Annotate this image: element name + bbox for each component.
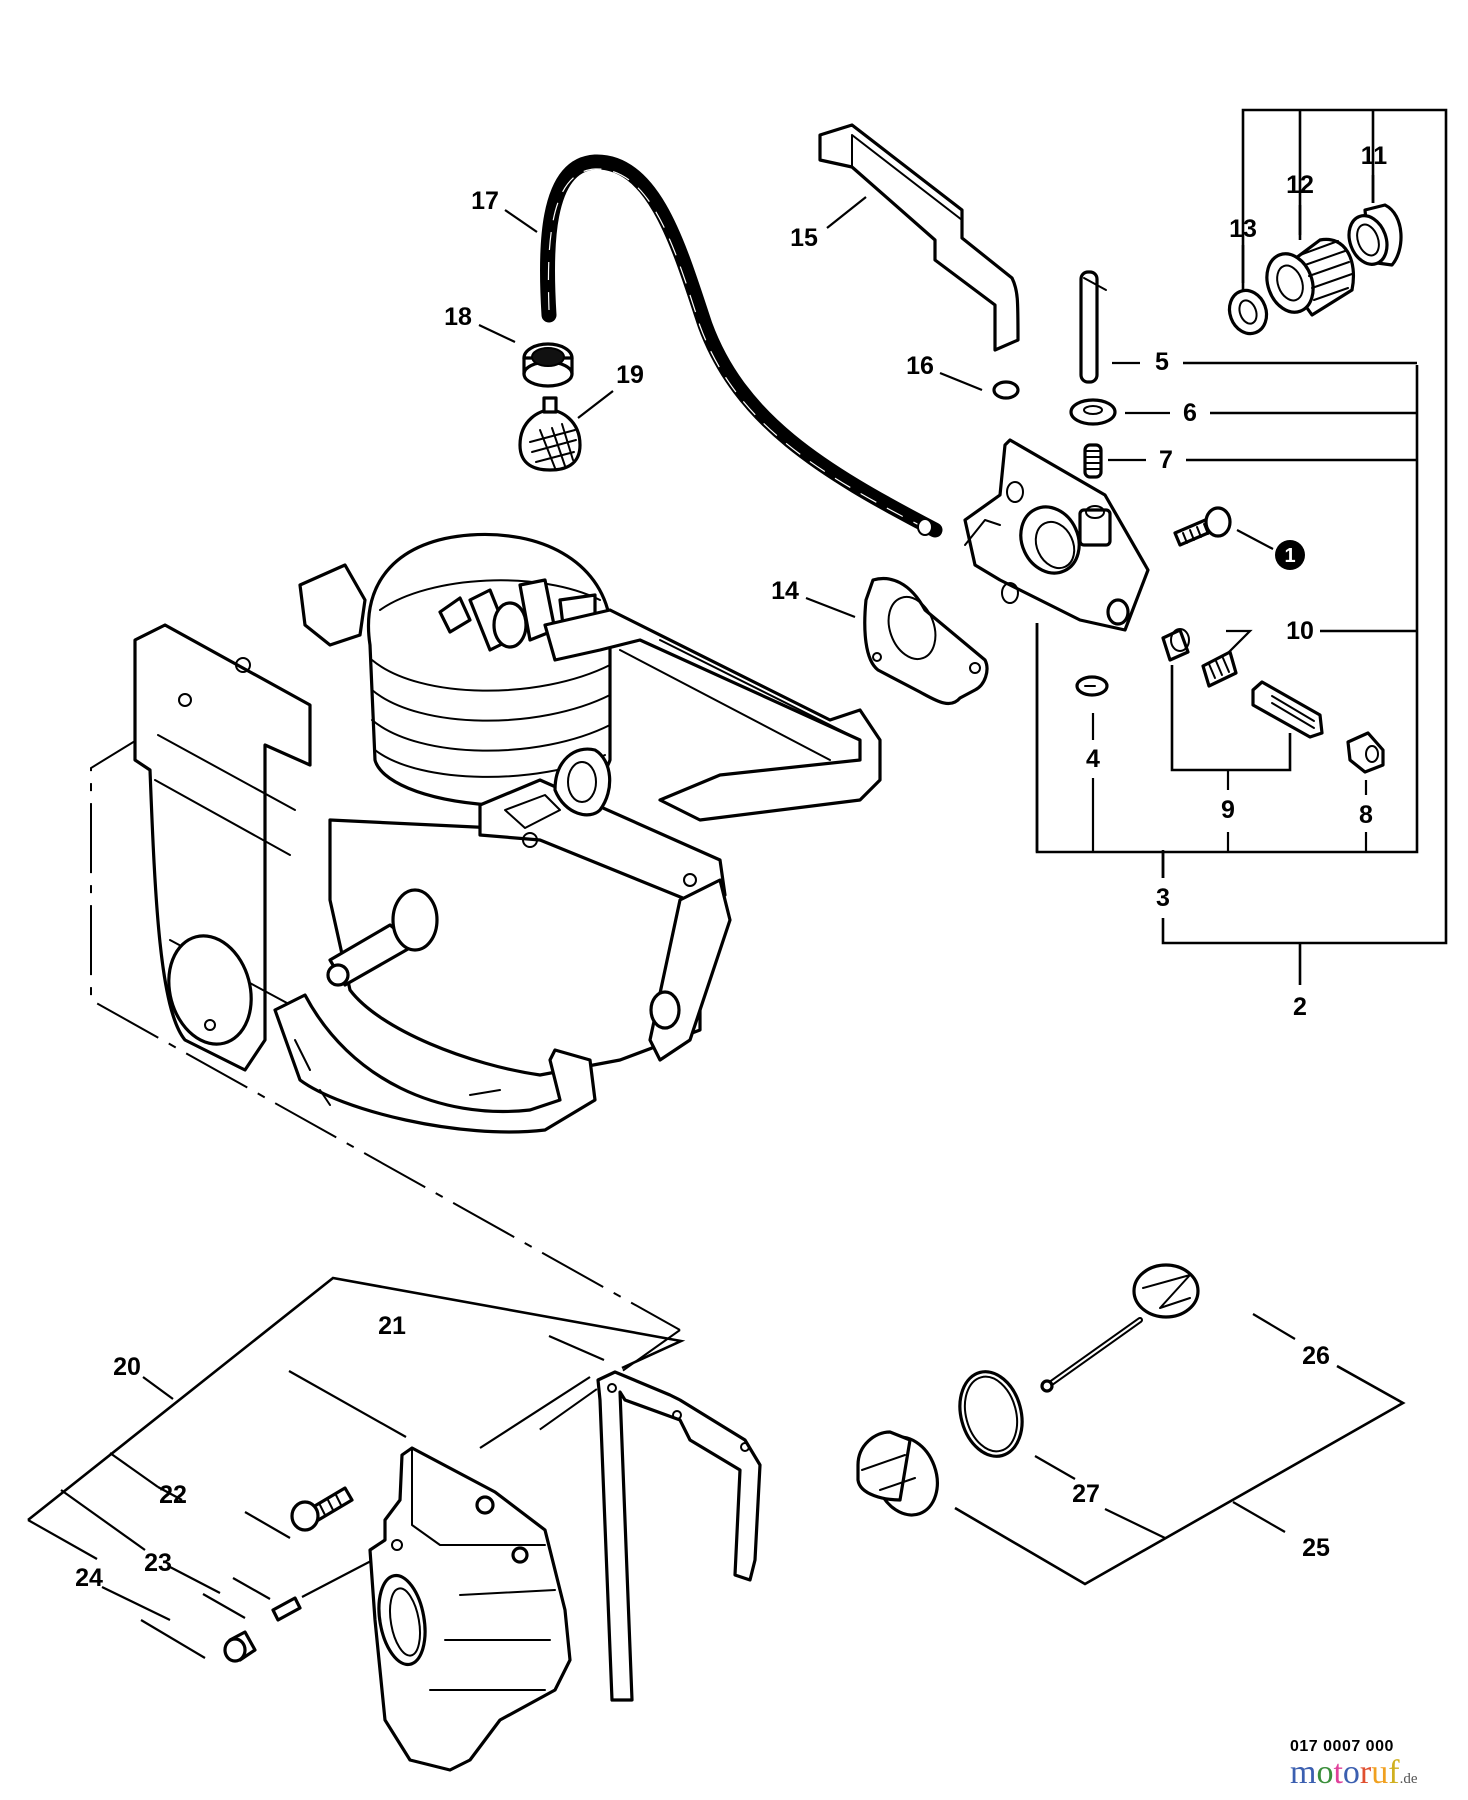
crankcase-cylinder-assembly	[133, 532, 882, 1134]
part-11-bushing	[1347, 203, 1403, 267]
callout-8: 8	[1359, 801, 1373, 829]
callout-20: 20	[113, 1353, 141, 1381]
part-26-filter-rod	[1040, 1263, 1200, 1393]
drawing-code: 017 0007 000	[1290, 1738, 1394, 1755]
callout-25: 25	[1302, 1534, 1330, 1562]
group-bracket-25	[954, 1313, 1406, 1586]
callout-labels: 2 3 4 5 6 7 8 9 10 11 12 13 14 15 16 17 …	[75, 142, 1387, 1592]
part-10-spring	[1201, 650, 1238, 688]
watermark-logo: motoruf.de	[1290, 1756, 1417, 1796]
callout-26: 26	[1302, 1342, 1330, 1370]
callout-3: 3	[1156, 884, 1170, 912]
part-8-cap	[1346, 731, 1385, 774]
watermark-letter: r	[1359, 1754, 1372, 1791]
watermark-letter: o	[1342, 1754, 1360, 1791]
part-16-circlip	[992, 380, 1020, 400]
part-17-oil-hose	[539, 154, 943, 538]
callout-16: 16	[906, 352, 934, 380]
part-5-pump-shaft-pin	[1079, 270, 1107, 384]
callout-27: 27	[1072, 1480, 1100, 1508]
part-6-washer	[1069, 398, 1117, 426]
watermark-tld: .de	[1399, 1771, 1418, 1787]
part-7-spring	[1083, 443, 1103, 479]
reference-marker-1: 1	[1275, 540, 1305, 570]
part-23-dowel-pin	[271, 1596, 302, 1622]
part-24-bushing	[223, 1630, 257, 1663]
callout-19: 19	[616, 361, 644, 389]
callout-17: 17	[471, 187, 499, 215]
watermark-letter: m	[1290, 1754, 1317, 1791]
callout-18: 18	[444, 303, 472, 331]
leader-lines	[478, 196, 1274, 619]
callout-14: 14	[771, 577, 799, 605]
part-19-oil-strainer	[518, 396, 582, 472]
part-14-gasket	[863, 576, 989, 706]
part-18-grommet	[522, 342, 574, 388]
part-oil-cap	[856, 1430, 939, 1517]
part-27-o-ring	[958, 1370, 1024, 1458]
callout-4: 4	[1086, 745, 1100, 773]
group-bracket-2	[1161, 108, 1448, 985]
part-13-seal-washer	[1227, 288, 1269, 336]
watermark-letter: o	[1316, 1754, 1334, 1791]
group-bracket-3	[1035, 361, 1419, 878]
callout-23: 23	[144, 1549, 172, 1577]
callout-21: 21	[378, 1312, 406, 1340]
part-15-oil-guide	[818, 123, 1020, 352]
callout-22: 22	[159, 1481, 187, 1509]
watermark-letter: u	[1371, 1754, 1389, 1791]
callout-15: 15	[790, 224, 818, 252]
group-bracket-20	[27, 1276, 686, 1659]
screw-ref-1	[1173, 506, 1232, 547]
callout-2: 2	[1293, 993, 1307, 1021]
watermark-letter: t	[1333, 1754, 1343, 1791]
callout-12: 12	[1286, 171, 1314, 199]
callout-5: 5	[1155, 348, 1169, 376]
callout-13: 13	[1229, 215, 1257, 243]
watermark-letter: f	[1388, 1754, 1400, 1791]
part-4-e-clip	[1075, 675, 1109, 697]
part-21-cover-gasket	[596, 1370, 762, 1702]
part-22-screw	[290, 1486, 354, 1532]
callout-24: 24	[75, 1564, 103, 1592]
part-3-oil-pump-body	[963, 438, 1150, 632]
svg-text:1: 1	[1284, 545, 1295, 567]
part-9-valve-cap	[1161, 628, 1190, 662]
callout-7: 7	[1159, 446, 1173, 474]
callout-6: 6	[1183, 399, 1197, 427]
part-9-pump-plunger	[1251, 680, 1324, 739]
callout-10: 10	[1286, 617, 1314, 645]
callout-9: 9	[1221, 796, 1235, 824]
callout-11: 11	[1361, 142, 1388, 170]
part-12-worm-gear	[1265, 237, 1355, 317]
part-20-crankcase-cover	[368, 1446, 572, 1772]
